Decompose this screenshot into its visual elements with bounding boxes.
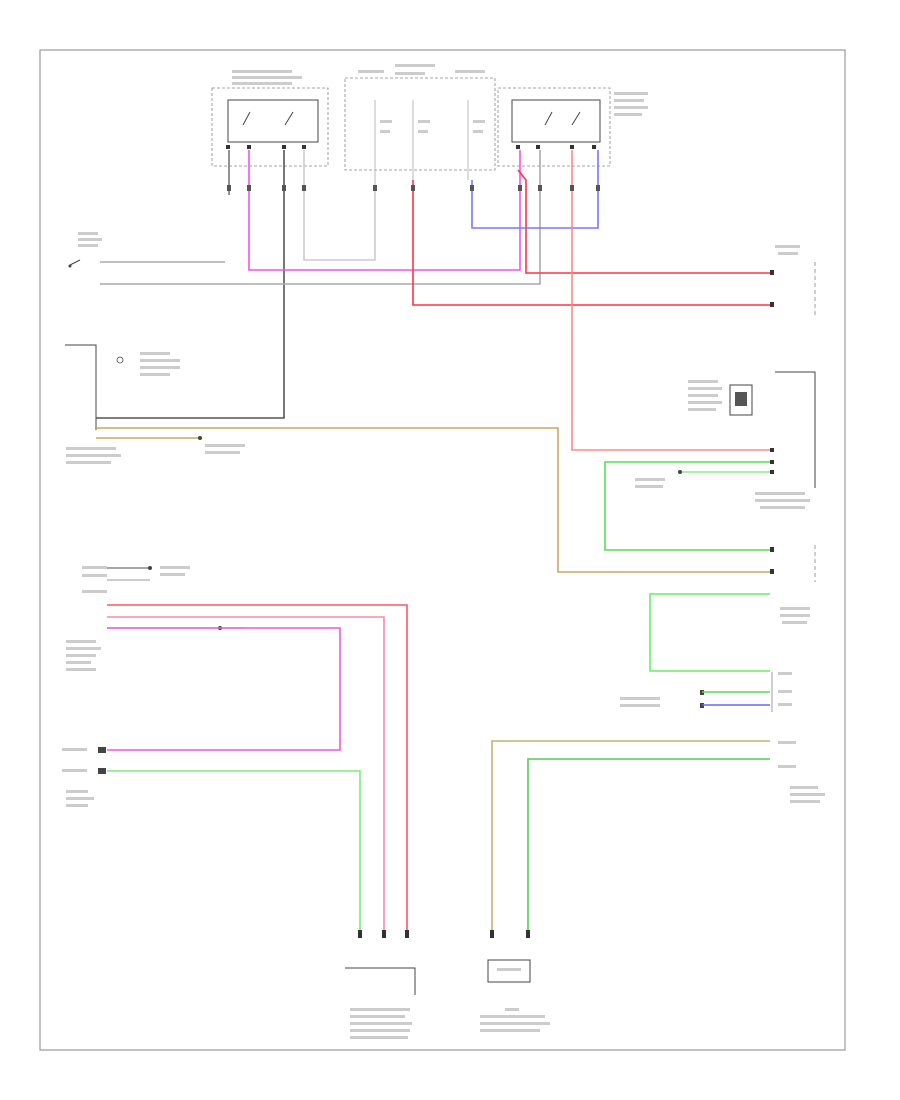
- right-mid-component: [688, 371, 816, 509]
- left-lower-connector: [66, 566, 190, 671]
- wire-green-bottom: [107, 770, 361, 935]
- center-junction: [344, 64, 496, 190]
- wire-red-1: [412, 180, 770, 306]
- bottom-center-ecu: [345, 930, 416, 1039]
- right-connector-top: [770, 245, 816, 315]
- wire-red-lower: [107, 604, 408, 935]
- wire-blue-top: [471, 150, 599, 229]
- wire-pink-red-lower: [107, 616, 385, 935]
- left-door-switch: [211, 70, 329, 167]
- wire-light-gray: [303, 150, 376, 261]
- wire-red-2: [517, 169, 770, 274]
- right-connector-mid: [770, 545, 816, 624]
- wire-gray-2: [100, 150, 541, 285]
- right-connector-bottom: [778, 741, 825, 803]
- bottom-right-module: [480, 930, 550, 1032]
- wire-light-red: [571, 150, 770, 451]
- right-door-switch: [497, 87, 648, 167]
- wire-tan-lower: [491, 740, 770, 935]
- wire-tan-1: [96, 427, 770, 573]
- right-connector-lower: [620, 672, 792, 712]
- left-door-courtesy-switch: [68, 232, 102, 268]
- diagram-frame: [39, 49, 846, 1051]
- wire-dark-gray: [96, 150, 285, 419]
- wire-green-lower: [527, 758, 770, 935]
- wire-green-right-1: [604, 461, 770, 551]
- wire-pink-lower: [107, 627, 341, 751]
- wire-markers: [227, 185, 600, 191]
- wire-green-right-3: [649, 593, 770, 672]
- wire-pink: [248, 150, 521, 271]
- left-mid-component: [65, 344, 180, 464]
- left-bottom-connector: [62, 747, 106, 807]
